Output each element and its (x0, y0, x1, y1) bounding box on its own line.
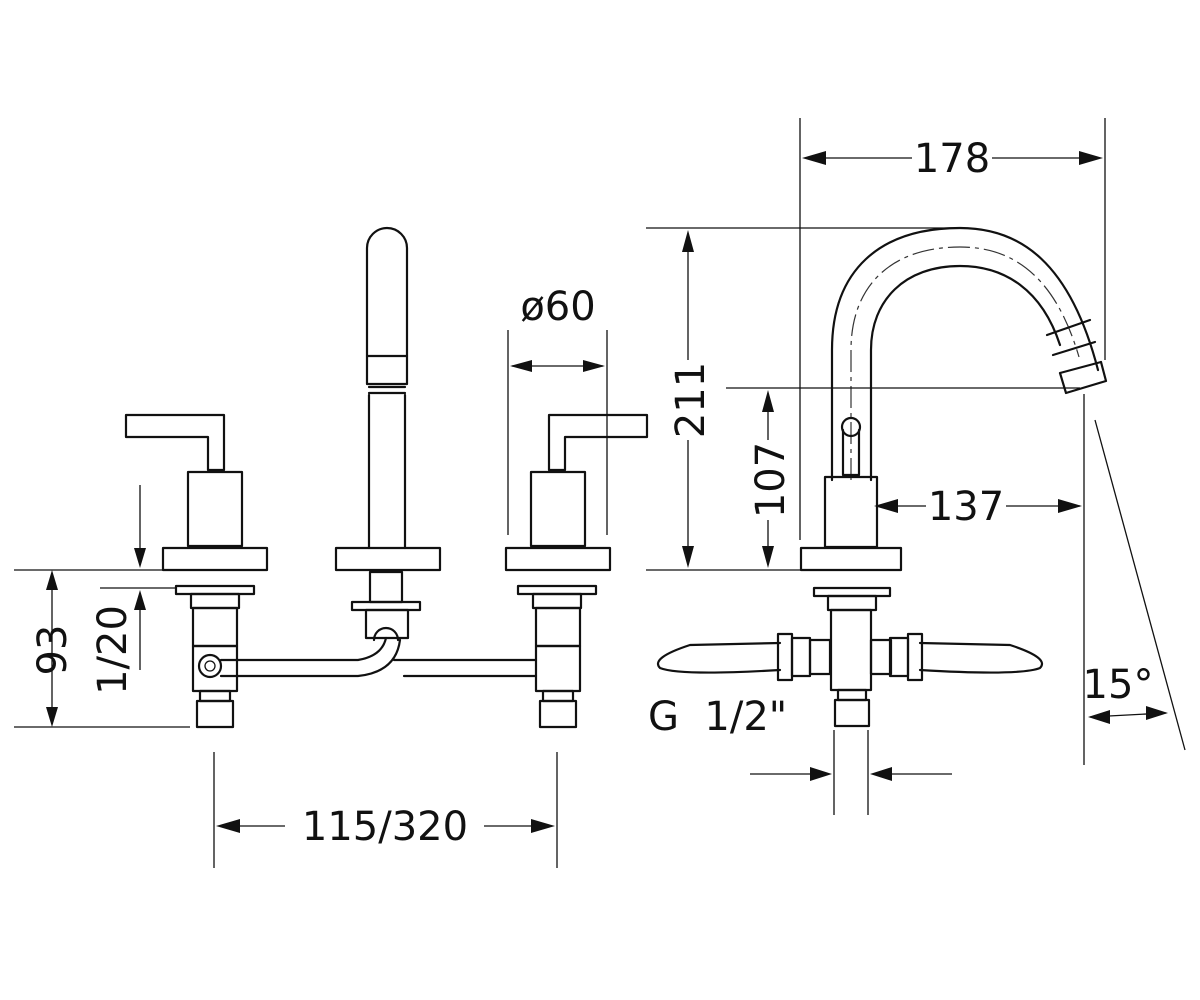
dim-deck-thickness: 1/20 (90, 485, 176, 695)
dim-211-label: 211 (668, 362, 714, 438)
dim-spout-reach: 137 (874, 394, 1085, 765)
dim-height-below-deck: 93 (14, 569, 190, 728)
dim-g-half-label: G 1/2" (648, 694, 787, 740)
dim-15-deg-label: 15° (1083, 662, 1154, 708)
dim-outlet-height: 107 (726, 387, 1080, 568)
dim-overall-width: 178 (799, 118, 1106, 540)
dim-outlet-angle: 15° (1083, 419, 1186, 751)
right-handle (504, 413, 649, 729)
dim-diameter-label: ø60 (520, 284, 595, 330)
dim-handle-spacing: 115/320 (213, 752, 558, 868)
dim-107-label: 107 (748, 442, 794, 518)
dim-1-20-label: 1/20 (90, 605, 136, 695)
dim-178-label: 178 (914, 136, 990, 182)
dim-137-label: 137 (928, 484, 1004, 530)
side-view: 178 211 107 137 (646, 118, 1186, 815)
dim-spout-height: 211 (646, 227, 958, 571)
side-hoses (657, 632, 1043, 682)
dim-93-label: 93 (30, 625, 76, 676)
front-view: 93 1/20 115/320 ø60 (14, 226, 649, 868)
gooseneck-spout (830, 226, 1108, 482)
center-spout (334, 226, 442, 642)
dim-spout-diameter: ø60 (507, 284, 608, 535)
dim-115-320-label: 115/320 (302, 804, 468, 850)
left-handle (124, 413, 269, 729)
dim-connection: G 1/2" (648, 694, 952, 815)
connecting-hoses (219, 636, 538, 678)
